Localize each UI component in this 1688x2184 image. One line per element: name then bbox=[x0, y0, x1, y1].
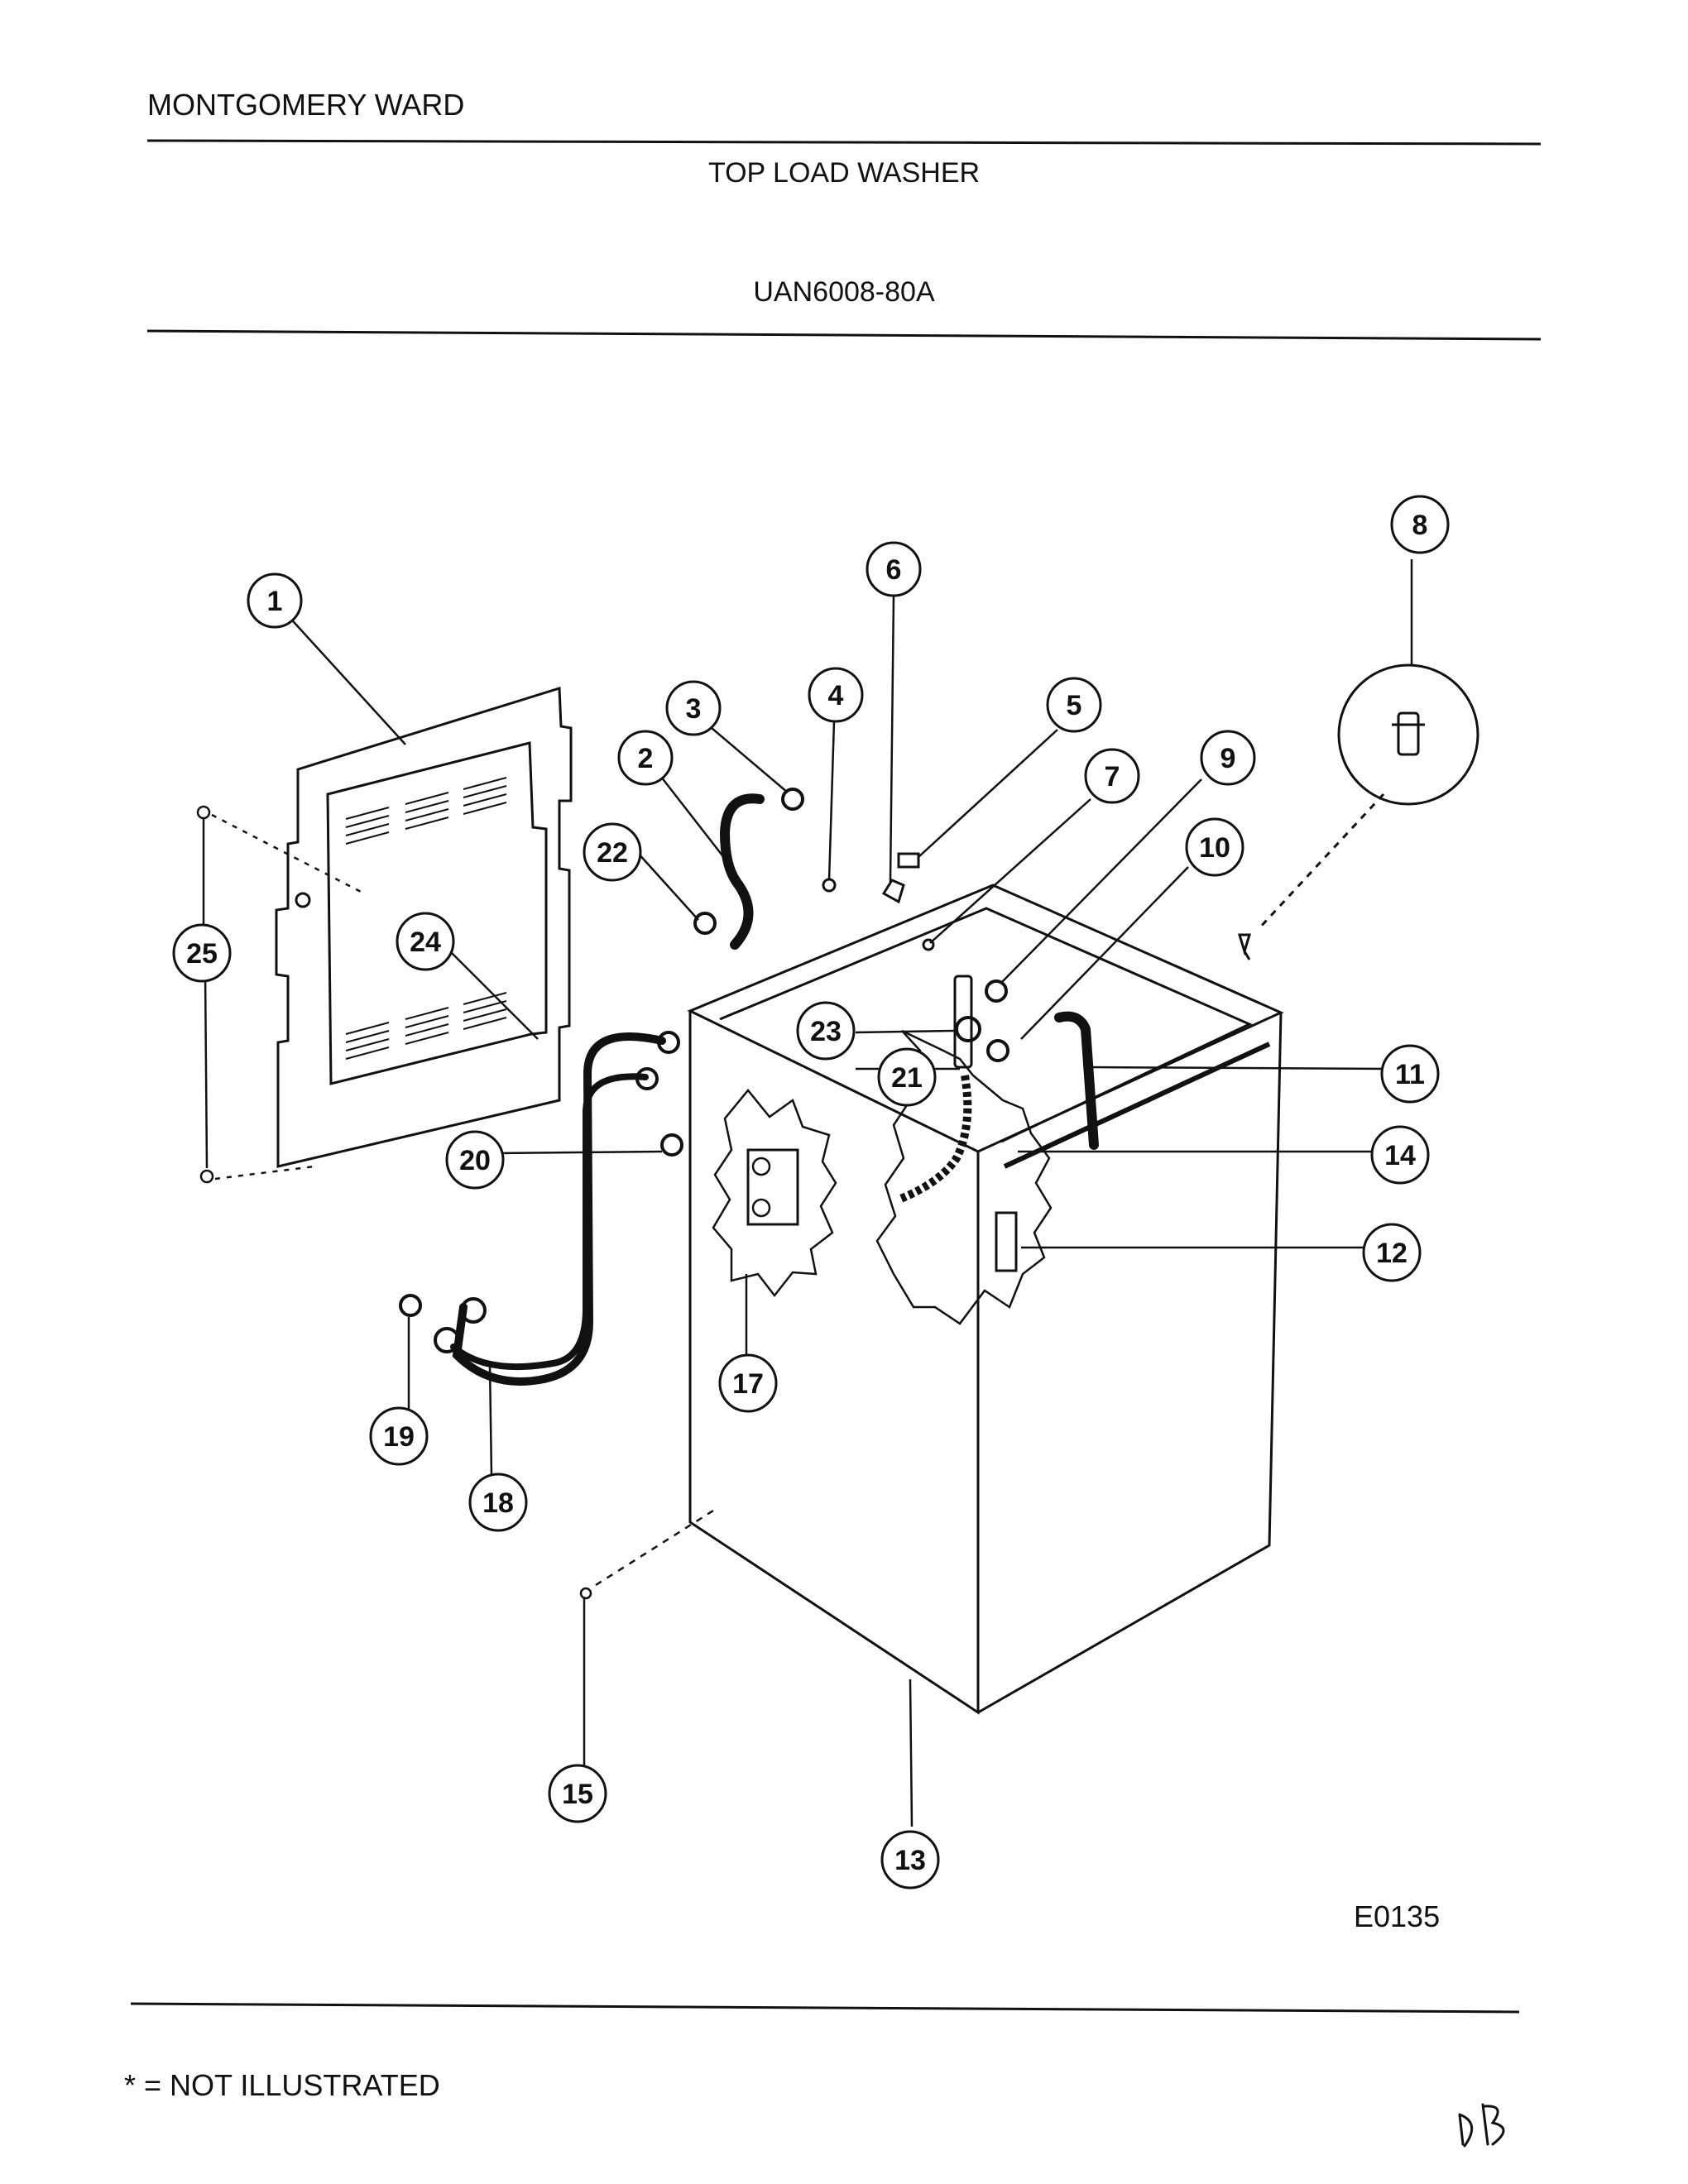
svg-text:18: 18 bbox=[482, 1487, 514, 1519]
callout-25: 25 bbox=[172, 923, 232, 983]
callout-18: 18 bbox=[468, 1473, 528, 1532]
callout-2: 2 bbox=[617, 730, 674, 786]
svg-text:4: 4 bbox=[828, 680, 844, 711]
screw-part-25 bbox=[196, 805, 365, 1184]
svg-text:11: 11 bbox=[1395, 1059, 1425, 1090]
svg-text:1: 1 bbox=[267, 586, 283, 617]
callout-3: 3 bbox=[665, 680, 722, 736]
svg-text:3: 3 bbox=[686, 693, 702, 725]
svg-text:9: 9 bbox=[1220, 743, 1236, 774]
svg-text:23: 23 bbox=[810, 1016, 842, 1047]
rear-panel-part bbox=[275, 686, 573, 1168]
callout-labels: 1 2 3 4 5 6 7 8 9 10 11 12 13 14 15 17 1… bbox=[172, 495, 1450, 1889]
svg-text:7: 7 bbox=[1105, 761, 1120, 793]
svg-text:6: 6 bbox=[886, 554, 902, 586]
callout-17: 17 bbox=[718, 1353, 778, 1413]
callout-22: 22 bbox=[583, 822, 642, 882]
svg-text:12: 12 bbox=[1376, 1238, 1407, 1269]
svg-text:2: 2 bbox=[638, 743, 654, 774]
svg-text:19: 19 bbox=[383, 1421, 415, 1453]
svg-text:17: 17 bbox=[732, 1368, 764, 1400]
cabinet-cutout-right bbox=[875, 975, 1099, 1325]
callout-4: 4 bbox=[808, 667, 864, 723]
product-title: TOP LOAD WASHER bbox=[707, 157, 981, 189]
callout-11: 11 bbox=[1380, 1044, 1440, 1104]
svg-text:20: 20 bbox=[459, 1145, 491, 1176]
callout-5: 5 bbox=[1046, 677, 1102, 733]
callout-15: 15 bbox=[548, 1764, 607, 1823]
brand-title: MONTGOMERY WARD bbox=[147, 88, 465, 122]
clamp-parts bbox=[693, 788, 1009, 1062]
cabinet-part bbox=[687, 884, 1284, 1715]
knob-part bbox=[1256, 663, 1479, 932]
svg-text:10: 10 bbox=[1199, 832, 1230, 864]
callout-7: 7 bbox=[1084, 748, 1140, 804]
footnote: * = NOT ILLUSTRATED bbox=[124, 2068, 440, 2102]
callout-12: 12 bbox=[1362, 1223, 1422, 1282]
callout-10: 10 bbox=[1185, 817, 1244, 877]
svg-text:13: 13 bbox=[894, 1845, 926, 1876]
callout-13: 13 bbox=[880, 1830, 940, 1889]
svg-text:5: 5 bbox=[1067, 690, 1082, 721]
callout-23: 23 bbox=[796, 1001, 856, 1061]
callout-8: 8 bbox=[1390, 495, 1450, 554]
footer-rule bbox=[130, 2002, 1520, 2014]
callout-21: 21 bbox=[877, 1047, 937, 1107]
svg-text:21: 21 bbox=[891, 1062, 923, 1094]
figure-code: E0135 bbox=[1354, 1899, 1441, 1933]
hose-part bbox=[719, 793, 765, 950]
svg-text:25: 25 bbox=[186, 938, 218, 970]
header-rule bbox=[146, 139, 1542, 146]
leader-lines bbox=[285, 559, 1413, 1827]
callout-9: 9 bbox=[1200, 730, 1256, 786]
hose-washer-part bbox=[399, 1294, 422, 1317]
water-valve-part bbox=[712, 1089, 837, 1298]
handwritten-initials bbox=[1458, 2103, 1505, 2148]
svg-text:22: 22 bbox=[597, 837, 628, 869]
callout-24: 24 bbox=[396, 912, 455, 971]
svg-text:24: 24 bbox=[410, 927, 441, 958]
callout-19: 19 bbox=[369, 1406, 429, 1466]
screw-part-15 bbox=[579, 1509, 714, 1600]
model-number: UAN6008-80A bbox=[753, 276, 935, 308]
callout-14: 14 bbox=[1370, 1125, 1430, 1185]
callout-6: 6 bbox=[866, 541, 922, 597]
svg-text:14: 14 bbox=[1384, 1140, 1416, 1171]
callout-20: 20 bbox=[445, 1130, 505, 1190]
header-rule-2 bbox=[146, 329, 1542, 341]
svg-text:8: 8 bbox=[1412, 510, 1428, 541]
svg-text:15: 15 bbox=[562, 1779, 593, 1810]
callout-1: 1 bbox=[247, 572, 303, 629]
